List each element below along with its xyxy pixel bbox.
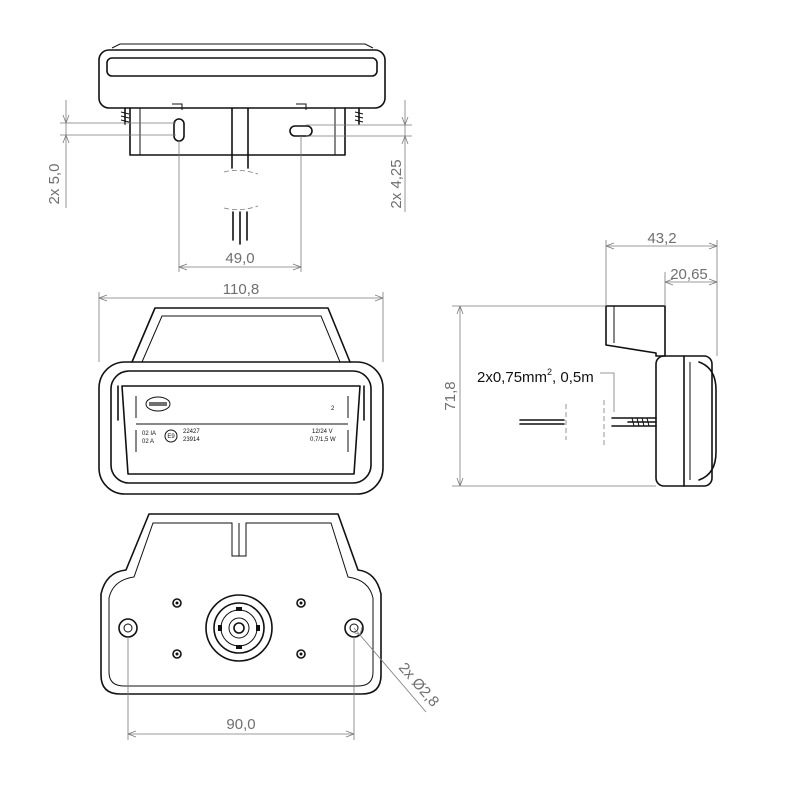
lens-row2-left: 02 A (142, 439, 154, 445)
cable-top-end (232, 211, 248, 245)
dim-overall-width-label: 110,8 (223, 281, 259, 298)
dim-hole-diameter: 2x Ø2,8 (352, 626, 442, 713)
small-holes (172, 598, 306, 659)
approval-no-2: 23914 (183, 437, 200, 443)
side-bracket (605, 305, 666, 357)
front-housing-outer (98, 361, 384, 495)
dim-side-depth-total: 43,2 (605, 230, 718, 356)
cable-top (231, 107, 249, 169)
dim-hole-diameter-label: 2x Ø2,8 (395, 659, 442, 710)
dim-side-depth-partial-label: 20,65 (670, 266, 708, 283)
dim-slot-spacing: 49,0 (178, 136, 302, 272)
top-view: 49,0 2x 5,0 2x 4,25 (46, 43, 412, 272)
top-base (129, 107, 346, 156)
lens-power: 0,7/1,5 W (310, 437, 336, 443)
top-housing (98, 49, 386, 109)
approval-mark-circle (164, 429, 178, 443)
screw-left (120, 107, 130, 125)
dim-height-label: 71,8 (442, 381, 459, 410)
screw-right (354, 107, 364, 125)
brand-logo (145, 396, 171, 412)
slot-right-horizontal (289, 125, 313, 137)
side-cable-end (519, 419, 565, 425)
rear-connector (205, 594, 273, 662)
front-view: 2 02 IA 02 A E9 22427 23914 12/24 V 0,7/… (98, 281, 384, 495)
dim-overall-width: 110,8 (98, 281, 384, 362)
approval-no-1: 22427 (183, 429, 200, 435)
side-lens (698, 361, 717, 481)
dim-slot-left: 2x 5,0 (46, 100, 176, 208)
lens-voltage: 12/24 V (312, 429, 333, 435)
cable-note: 2x0,75mm2, 0,5m (477, 367, 594, 386)
top-housing-inner (106, 57, 378, 77)
dim-slot-right: 2x 4,25 (306, 100, 412, 212)
dim-hole-spacing-label: 90,0 (226, 716, 255, 733)
rear-view: 90,0 2x Ø2,8 (100, 513, 442, 740)
front-lens (121, 385, 361, 475)
rear-housing-outer (100, 513, 382, 695)
mount-hole-left (118, 618, 138, 638)
dim-height: 71,8 (442, 305, 656, 487)
front-bracket (131, 307, 351, 363)
dim-slot-left-label: 2x 5,0 (46, 164, 63, 205)
lens-row1-left: 02 IA (142, 431, 156, 437)
side-cable (611, 417, 657, 427)
side-screw (627, 417, 657, 427)
lens-number: 2 (331, 406, 335, 412)
dim-side-depth-partial: 20,65 (664, 266, 718, 306)
dim-side-depth-total-label: 43,2 (647, 230, 676, 247)
dim-hole-spacing: 90,0 (127, 637, 355, 740)
dim-slot-right-label: 2x 4,25 (388, 159, 405, 208)
slot-left-vertical (173, 118, 185, 142)
front-housing-inner (110, 370, 372, 484)
side-view: 2x0,75mm2, 0,5m 43,2 20,65 71,8 (442, 230, 718, 487)
approval-code: E9 (167, 434, 175, 440)
dim-slot-spacing-label: 49,0 (225, 250, 254, 267)
rear-housing-inner (108, 522, 374, 687)
